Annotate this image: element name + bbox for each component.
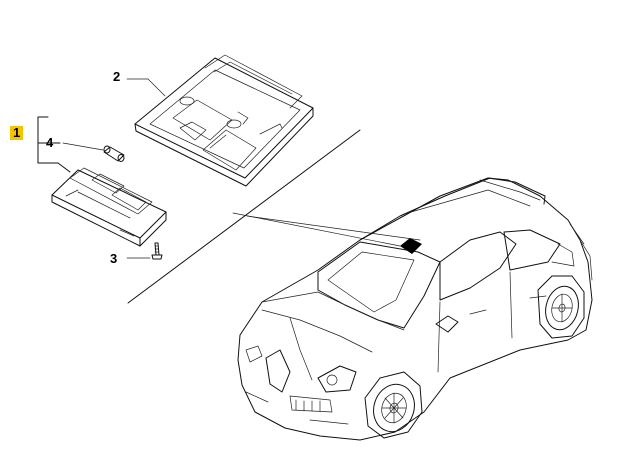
- screw-part: [151, 242, 163, 260]
- leader-item4: [62, 142, 104, 151]
- callout-3: 3: [110, 251, 118, 266]
- roof-console-panel: [134, 54, 314, 187]
- callout-2: 2: [113, 69, 121, 84]
- leader-marker-1: [232, 212, 401, 247]
- car-illustration: [237, 177, 593, 441]
- bulb-part: [103, 145, 125, 162]
- group-bracket: [37, 116, 71, 173]
- separator-line: [127, 129, 361, 304]
- lamp-assembly: [51, 167, 167, 247]
- leader-marker-2: [246, 215, 421, 241]
- callout-1: 1: [10, 126, 24, 140]
- callout-4: 4: [46, 135, 54, 150]
- location-marker: [400, 238, 422, 254]
